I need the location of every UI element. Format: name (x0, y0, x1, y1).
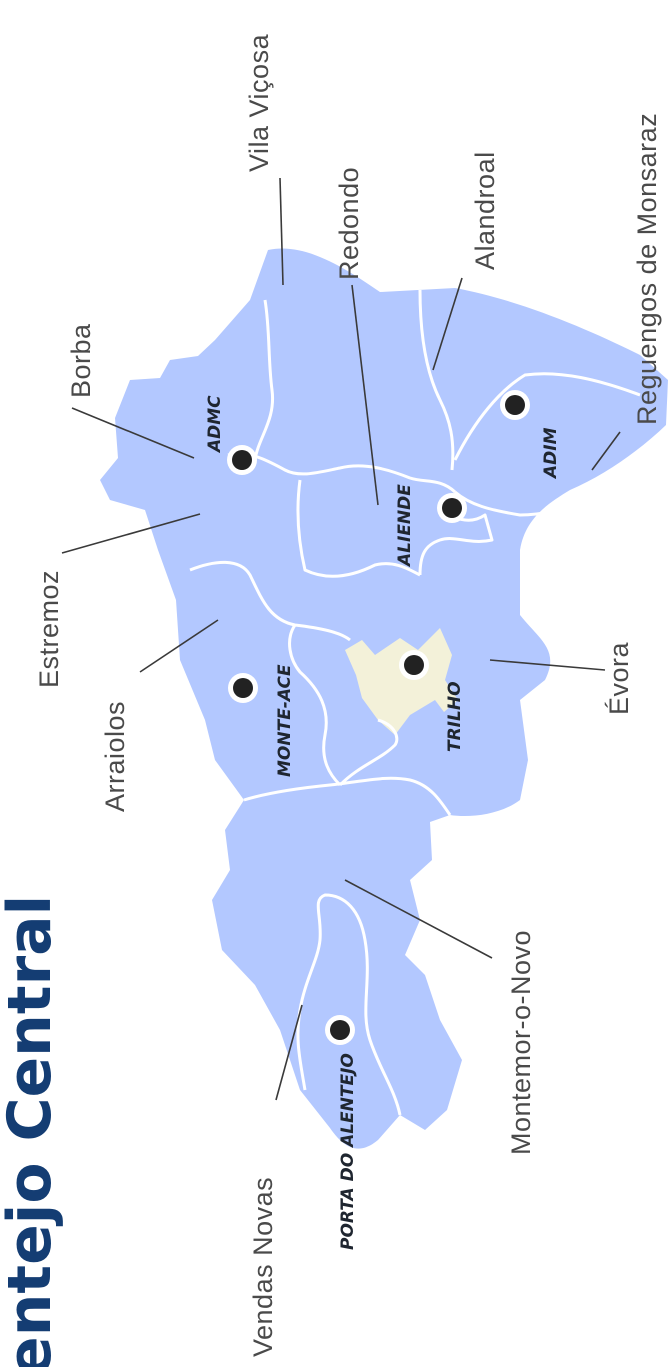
leader-lines (61, 177, 621, 1101)
label-monte-ace: MONTE-ACE (275, 664, 295, 777)
label-admc: ADMC (205, 395, 225, 454)
label-evora: Évora (604, 641, 634, 715)
association-markers (227, 390, 530, 1045)
label-vendas-novas: Vendas Novas (248, 1177, 278, 1357)
label-reguengos: Reguengos de Monsaraz (632, 113, 662, 425)
label-borba: Borba (66, 323, 96, 398)
label-vila-vicosa: Vila Viçosa (244, 33, 274, 172)
association-labels: ADMC ALIENDE ADIM MONTE-ACE TRILHO PORTA… (205, 395, 561, 1250)
label-alandroal: Alandroal (470, 151, 500, 270)
label-aliende: ALIENDE (395, 484, 415, 568)
evora-city-area (345, 628, 458, 735)
label-estremoz: Estremoz (34, 570, 64, 688)
label-porta-do-alentejo: PORTA DO ALENTEJO (338, 1053, 358, 1250)
map-title: entejo Central (0, 895, 65, 1367)
label-redondo: Redondo (334, 167, 364, 280)
label-montemor: Montemor-o-Novo (506, 930, 536, 1155)
label-trilho: TRILHO (445, 681, 465, 752)
label-adim: ADIM (541, 427, 561, 480)
label-arraiolos: Arraiolos (100, 701, 130, 812)
municipality-labels: Vila Viçosa Borba Redondo Alandroal Regu… (34, 33, 662, 1357)
